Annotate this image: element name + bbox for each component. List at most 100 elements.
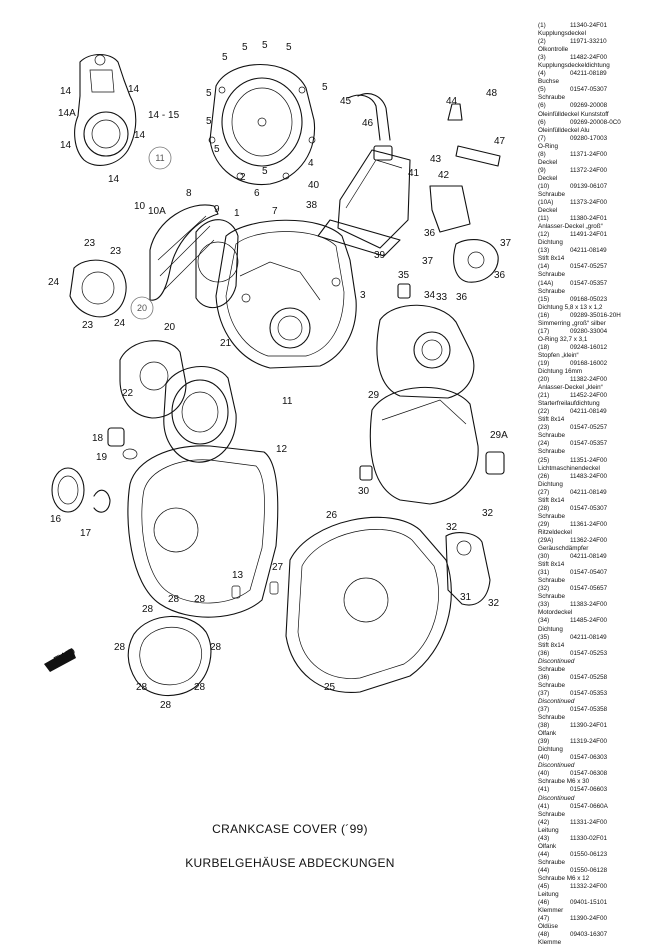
callout-label: 5 [286, 42, 292, 53]
part-description: Anlasser-Deckel „groß“ [538, 223, 603, 231]
callout-label: 14 [134, 130, 146, 141]
callout-label: 46 [362, 118, 374, 129]
part-description: Schraube [538, 190, 565, 198]
part-description: Öleinfülldeckel Alu [538, 126, 590, 134]
callout-label: 32 [446, 522, 458, 533]
part-ref: (35) [538, 633, 550, 641]
diagram-title-english: CRANKCASE COVER (´99) [212, 822, 368, 836]
callout-label: 21 [220, 338, 232, 349]
callout-label: 24 [48, 277, 60, 288]
part-description: Öleinfülldeckel Kunststoff [538, 110, 609, 118]
callout-label: 5 [206, 88, 212, 99]
part-group-23-24 [69, 259, 154, 320]
part-description: Motordeckel [538, 609, 573, 617]
part-number: 11319-24F00 [570, 738, 607, 746]
part-number: 04211-08149 [570, 633, 607, 641]
part-number: 09269-20008 [570, 102, 608, 110]
part-number: 01547-0660A [570, 802, 608, 810]
circled-ref-20 [130, 296, 154, 320]
callout-label: 40 [308, 180, 320, 191]
part-ref: (46) [538, 899, 550, 907]
part-group-seals [51, 427, 138, 513]
part-ref: (21) [538, 392, 550, 400]
part-group-29-33 [359, 283, 505, 505]
part-number: 11380-24F01 [570, 215, 607, 223]
part-description: Anlasser-Deckel „klein“ [538, 384, 603, 392]
callout-label: 3 [360, 290, 366, 301]
callout-label: 29A [490, 430, 508, 441]
part-ref: (36) [538, 673, 550, 681]
part-discontinued-note: Discontinued [538, 657, 575, 665]
callout-label: 14A [58, 108, 76, 119]
part-description: Schraube [538, 577, 565, 585]
part-description: Öldüse [538, 923, 558, 931]
part-description: Buchse [538, 78, 560, 86]
part-number: 01547-05307 [570, 504, 608, 512]
part-description: Schraube [538, 271, 565, 279]
part-description: Leitung [538, 891, 559, 899]
part-description: Schraube [538, 858, 565, 866]
callout-label: 36 [424, 228, 436, 239]
part-ref: (33) [538, 601, 550, 609]
part-ref: (23) [538, 424, 550, 432]
part-group-clutch-cover [208, 63, 316, 186]
callout-label: 14 [128, 84, 140, 95]
part-description: Ölfank [538, 842, 557, 850]
callout-label: 1 [234, 208, 240, 219]
callout-label: 42 [438, 170, 450, 181]
part-description: Schraube [538, 287, 565, 295]
part-description: Schraube [538, 432, 565, 440]
part-description: Dichtung [538, 239, 563, 247]
part-description: Dichtung 5,8 x 13 x 1,2 [538, 303, 603, 311]
part-number: 11331-24F00 [570, 818, 607, 826]
part-description: Schraube M6 x 12 [538, 874, 590, 882]
part-number: 11332-24F00 [570, 883, 607, 891]
part-description: Stopfen „klein“ [538, 351, 579, 359]
part-ref: (28) [538, 504, 550, 512]
part-number: 11351-24F00 [570, 456, 607, 464]
callout-label: 31 [460, 592, 472, 603]
part-number: 01547-05357 [570, 440, 608, 448]
callout-label: 6 [254, 188, 260, 199]
part-number: 11382-24F00 [570, 376, 607, 384]
callout-label: 10A [148, 206, 166, 217]
part-description: Ölkontrolle [538, 46, 569, 54]
part-number: 01547-05253 [570, 649, 608, 657]
part-group-8-9 [149, 204, 239, 309]
part-number: 01547-05257 [570, 263, 608, 271]
part-description: Schraube [538, 448, 565, 456]
part-description: Dichtung 16mm [538, 368, 583, 376]
part-ref: (9) [538, 166, 546, 174]
part-ref: (15) [538, 295, 550, 303]
part-ref: (29A) [538, 537, 554, 544]
part-number: 11371-24F00 [570, 150, 607, 158]
part-description: Discontinued [538, 794, 575, 802]
part-number: 09403-16307 [570, 931, 608, 939]
part-ref: (40) [538, 770, 550, 778]
part-description: Schraube [538, 810, 565, 818]
part-ref: (4) [538, 70, 546, 78]
part-number: 11340-24F01 [570, 22, 607, 29]
part-description: Schraube [538, 681, 565, 689]
callout-label: 20 [164, 322, 176, 333]
part-description: Kupplungsdeckeldichtung [538, 62, 610, 70]
part-description: Schraube [538, 593, 565, 601]
